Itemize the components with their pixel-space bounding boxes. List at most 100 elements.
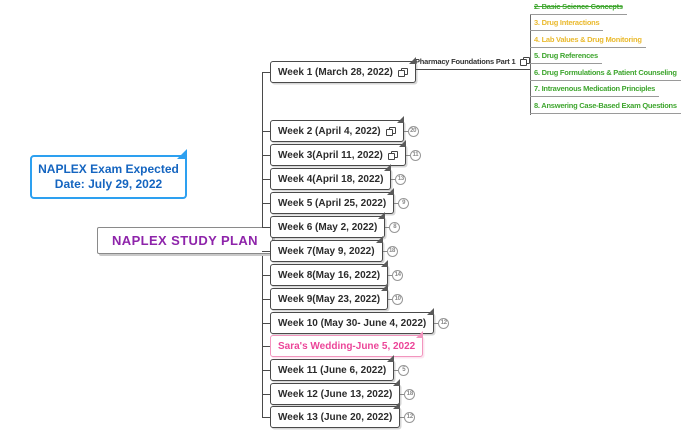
collapsed-count-badge[interactable]: 11 (409, 149, 421, 161)
week-topic-row: Week 6 (May 2, 2022) 8 (262, 212, 401, 238)
foundation-item-topic[interactable]: 3. Drug Interactions (530, 16, 604, 31)
week-topic[interactable]: Sara's Wedding-June 5, 2022 (270, 331, 424, 357)
foundation-item-topic[interactable]: 2. Basic Science Concepts (530, 0, 627, 15)
week-topic-label: Week 6 (May 2, 2022) (278, 221, 378, 233)
callout-text-line2: Date: July 29, 2022 (54, 177, 163, 191)
week-topic-label: Week 10 (May 30- June 4, 2022) (278, 317, 427, 329)
badge-stub-line (400, 416, 405, 418)
subtopic-pharmacy-foundations[interactable]: Pharmacy Foundations Part 1 (415, 57, 531, 66)
week-topic-row: Week 4(April 18, 2022) 13 (262, 164, 407, 190)
subtopic-label: Pharmacy Foundations Part 1 (415, 57, 516, 66)
week-topic-row: Week 5 (April 25, 2022) 9 (262, 188, 410, 214)
collapsed-count-badge[interactable]: 14 (392, 269, 404, 281)
badge-stub-line (388, 298, 393, 300)
collapsed-count-badge[interactable]: 13 (395, 173, 407, 185)
collapsed-count-badge[interactable]: 18 (404, 388, 416, 400)
week-topic-label: Week 7(May 9, 2022) (278, 245, 375, 257)
fold-corner-icon (427, 308, 435, 315)
week-topic[interactable]: Week 8(May 16, 2022) (270, 260, 389, 286)
foundation-item-topic[interactable]: 4. Lab Values & Drug Monitoring (530, 33, 646, 48)
week-topic-row: Week 8(May 16, 2022) 14 (262, 260, 404, 286)
fold-corner-icon (396, 116, 404, 123)
badge-stub-line (403, 130, 408, 132)
collapsed-count-badge[interactable]: 10 (392, 293, 404, 305)
badge-stub-line (400, 393, 405, 395)
week-topic[interactable]: Week 1 (March 28, 2022) (270, 57, 416, 83)
week-topic-row: Week 12 (June 13, 2022) 18 (262, 379, 416, 405)
foundation-items-trunk-line (530, 14, 531, 115)
copy-icon (385, 126, 396, 136)
week-topic-label: Week 4(April 18, 2022) (278, 173, 384, 185)
week-topic-row: Week 13 (June 20, 2022) 12 (262, 402, 416, 428)
badge-stub-line (385, 226, 390, 228)
week-topic-row: Week 9(May 23, 2022) 10 (262, 284, 404, 310)
week-topic[interactable]: Week 12 (June 13, 2022) (270, 379, 401, 405)
callout-text-line1: NAPLEX Exam Expected (38, 162, 179, 176)
week-topic-label: Sara's Wedding-June 5, 2022 (278, 340, 416, 352)
collapsed-count-badge[interactable]: 12 (404, 411, 416, 423)
collapsed-count-badge[interactable]: 20 (407, 125, 419, 137)
badge-stub-line (394, 369, 399, 371)
foundation-item-topic[interactable]: 8. Answering Case-Based Exam Questions (530, 99, 681, 114)
collapsed-count-badge[interactable]: 12 (438, 317, 450, 329)
fold-corner-icon (381, 284, 389, 291)
badge-stub-line (434, 322, 439, 324)
branch-stub-line (262, 416, 270, 418)
week-topic[interactable]: Week 11 (June 6, 2022) (270, 355, 395, 381)
week-topic[interactable]: Week 6 (May 2, 2022) (270, 212, 386, 238)
copy-icon (520, 57, 531, 66)
week-topic[interactable]: Week 4(April 18, 2022) (270, 164, 392, 190)
week-topic-label: Week 13 (June 20, 2022) (278, 411, 393, 423)
week-topic-row: Week 2 (April 4, 2022) 20 (262, 116, 419, 142)
fold-corner-icon (387, 355, 395, 362)
fold-corner-icon (381, 260, 389, 267)
week-topic-row: Week 10 (May 30- June 4, 2022) 12 (262, 308, 450, 334)
collapsed-count-badge[interactable]: 5 (398, 364, 410, 376)
week-topic[interactable]: Week 13 (June 20, 2022) (270, 402, 401, 428)
badge-stub-line (405, 154, 410, 156)
foundation-item-topic[interactable]: 5. Drug References (530, 49, 602, 64)
week-topic-row: Week 11 (June 6, 2022) 5 (262, 355, 410, 381)
collapsed-count-badge[interactable]: 9 (398, 197, 410, 209)
badge-stub-line (382, 250, 387, 252)
branch-stub-line (262, 71, 270, 73)
badge-stub-line (394, 202, 399, 204)
branch-stub-line (262, 393, 270, 395)
branch-stub-line (262, 178, 270, 180)
fold-corner-icon (177, 149, 187, 159)
branch-stub-line (262, 226, 270, 228)
branch-stub-line (262, 345, 270, 347)
badge-stub-line (391, 178, 396, 180)
copy-icon (387, 150, 398, 160)
fold-corner-icon (398, 140, 406, 147)
collapsed-count-badge[interactable]: 18 (386, 245, 398, 257)
week-topic[interactable]: Week 10 (May 30- June 4, 2022) (270, 308, 435, 334)
week-topic[interactable]: Week 9(May 23, 2022) (270, 284, 389, 310)
branch-stub-line (262, 369, 270, 371)
foundation-item-topic[interactable]: 6. Drug Formulations & Patient Counselin… (530, 66, 681, 81)
root-topic[interactable]: NAPLEX STUDY PLAN (97, 227, 273, 254)
week-topic-row: Week 7(May 9, 2022) 18 (262, 236, 398, 262)
copy-icon (397, 67, 408, 77)
week-topic-label: Week 12 (June 13, 2022) (278, 388, 393, 400)
badge-stub-line (388, 274, 393, 276)
branch-stub-line (262, 322, 270, 324)
collapsed-count-badge[interactable]: 8 (389, 221, 401, 233)
week-topic-label: Week 8(May 16, 2022) (278, 269, 381, 281)
week-topic-label: Week 1 (March 28, 2022) (278, 66, 393, 78)
callout-note[interactable]: NAPLEX Exam Expected Date: July 29, 2022 (30, 149, 187, 199)
week-topic[interactable]: Week 2 (April 4, 2022) (270, 116, 404, 142)
week-topic-row: Week 3(April 11, 2022) 11 (262, 140, 421, 166)
branch-stub-line (262, 298, 270, 300)
branch-stub-line (262, 250, 270, 252)
fold-corner-icon (393, 379, 401, 386)
fold-corner-icon (375, 236, 383, 243)
fold-corner-icon (384, 164, 392, 171)
week-topic[interactable]: Week 3(April 11, 2022) (270, 140, 406, 166)
week-topic[interactable]: Week 5 (April 25, 2022) (270, 188, 395, 214)
week-topic-label: Week 5 (April 25, 2022) (278, 197, 387, 209)
foundation-item-topic[interactable]: 7. Intravenous Medication Principles (530, 82, 660, 97)
week-topic[interactable]: Week 7(May 9, 2022) (270, 236, 383, 262)
fold-corner-icon (416, 331, 424, 338)
